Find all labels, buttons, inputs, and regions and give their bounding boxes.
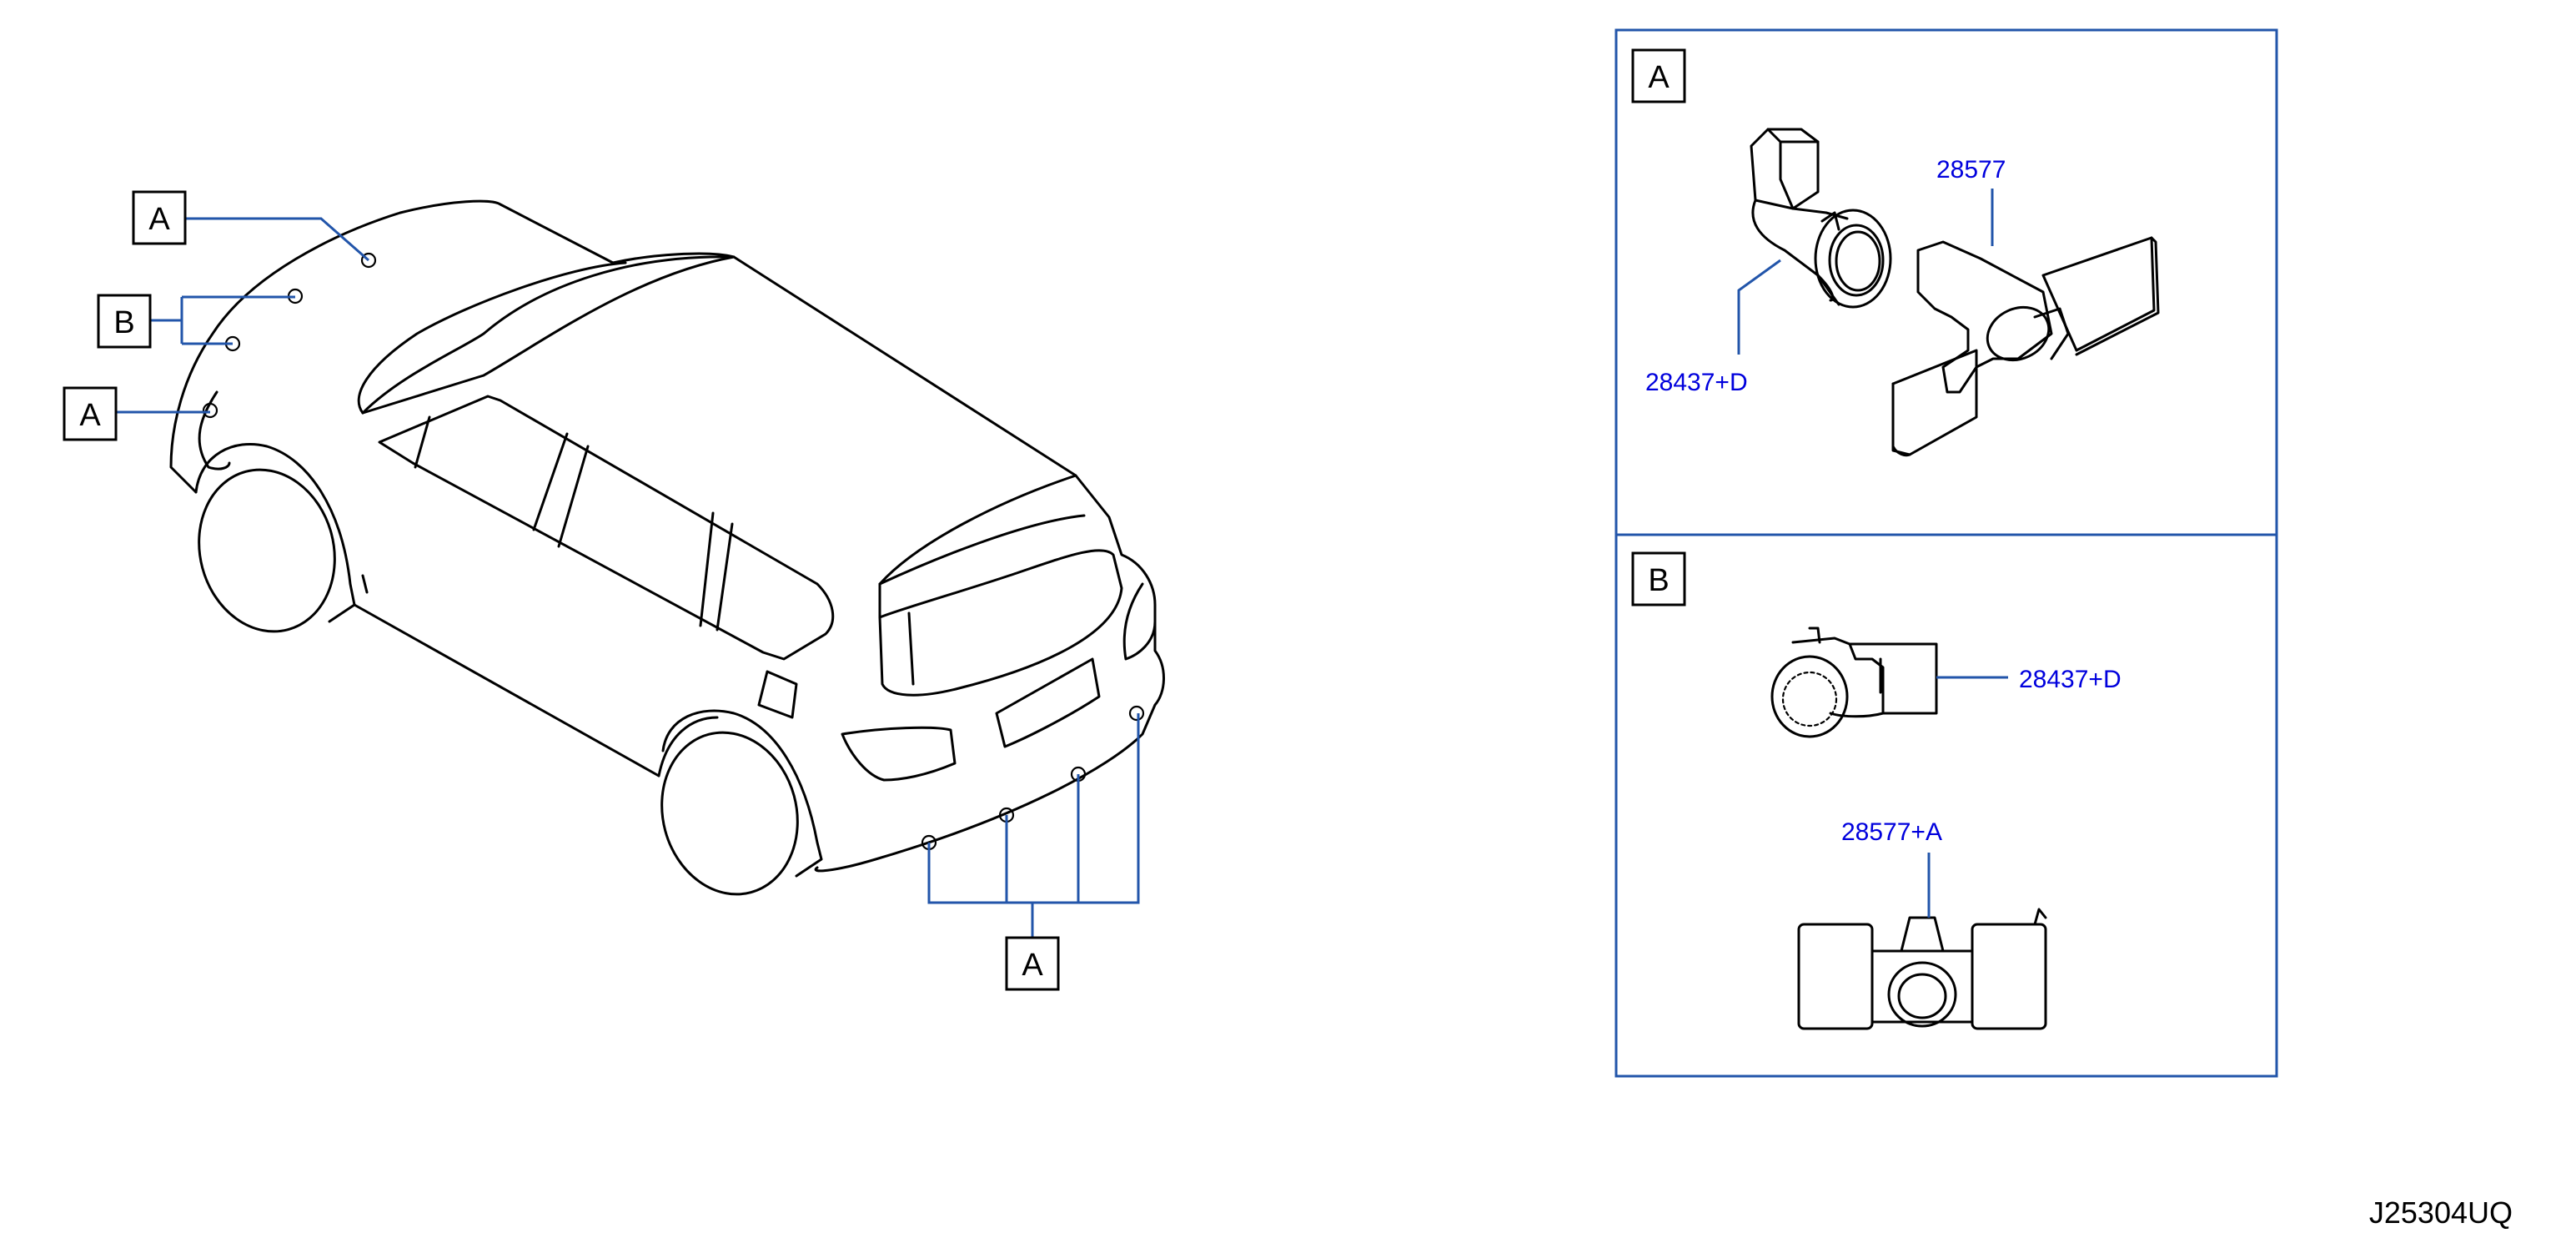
vehicle-outline	[169, 199, 1165, 896]
sensor-mount-bumper-4	[1128, 705, 1145, 722]
sensor-mount-side-lower	[202, 402, 218, 419]
part-number-28437-d-a: 28437+D	[1645, 369, 1748, 396]
callout-side-lower: A	[63, 386, 118, 441]
part-number-28577-a: 28577+A	[1841, 818, 1942, 846]
part-number-28437-d-b: 28437+D	[2019, 666, 2122, 693]
drawing-code: J25304UQ	[2369, 1195, 2513, 1230]
callout-bumper-group: A	[1005, 936, 1060, 991]
parking-sensor-illustration-a	[1750, 128, 1892, 309]
callout-bumper-group-label: A	[1022, 948, 1043, 983]
leader-28437-d-a	[1737, 259, 1781, 355]
callout-side-lower-label: A	[79, 398, 101, 433]
sensor-mounts	[202, 252, 1145, 851]
detail-panel-b: B 28437+D 28577+A	[1614, 533, 2278, 1078]
sensor-bracket-illustration-a	[1891, 236, 2160, 457]
detail-panel-a-tag: A	[1648, 60, 1670, 95]
callout-side-pair-label: B	[113, 305, 134, 340]
callout-rear-top: A	[132, 190, 187, 245]
detail-panel-b-tag: B	[1648, 563, 1669, 598]
callout-side-pair: B	[97, 294, 152, 349]
sensor-bracket-illustration-b	[1797, 908, 2047, 1030]
vehicle-leader-lines	[115, 217, 1140, 939]
parking-sensor-illustration-b	[1770, 627, 1938, 738]
detail-panel-b-tag-box	[1631, 551, 1686, 606]
part-number-28577: 28577	[1936, 156, 2006, 184]
detail-panel-a-tag-box	[1631, 48, 1686, 103]
callout-rear-top-label: A	[148, 202, 170, 237]
sensor-mount-rear-top	[360, 252, 377, 269]
detail-panel-a: A 28577 28437+D	[1614, 28, 2278, 536]
